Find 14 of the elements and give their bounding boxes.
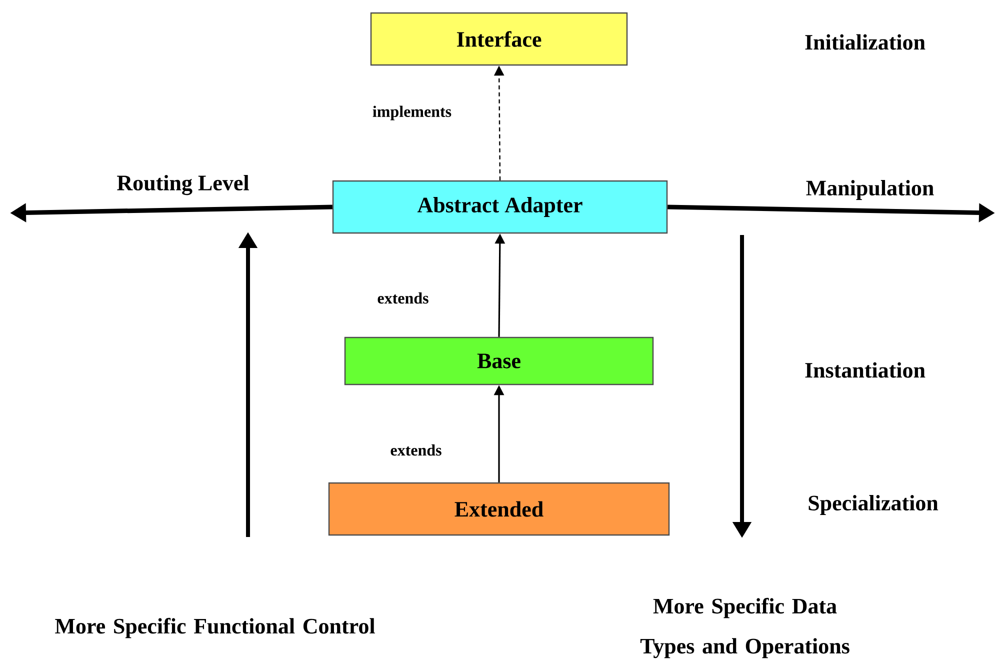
label-text: Initialization <box>805 34 926 50</box>
label-text: More Specific Data Types and Operations <box>640 598 850 658</box>
class-box: Base <box>344 336 654 386</box>
edge-label: implements <box>372 106 452 120</box>
edge-label: extends <box>390 444 442 456</box>
class-box: Interface <box>370 12 628 66</box>
label-text: Manipulation <box>806 180 934 200</box>
label-text: Specialization <box>808 495 938 515</box>
label-text: Instantiation <box>805 362 926 378</box>
label-text: More Specific Functional Control <box>55 618 375 638</box>
class-box: Extended <box>328 482 670 536</box>
label-text: Routing Level <box>117 174 249 196</box>
class-box: Abstract Adapter <box>332 180 668 234</box>
edge-label: extends <box>378 292 428 304</box>
